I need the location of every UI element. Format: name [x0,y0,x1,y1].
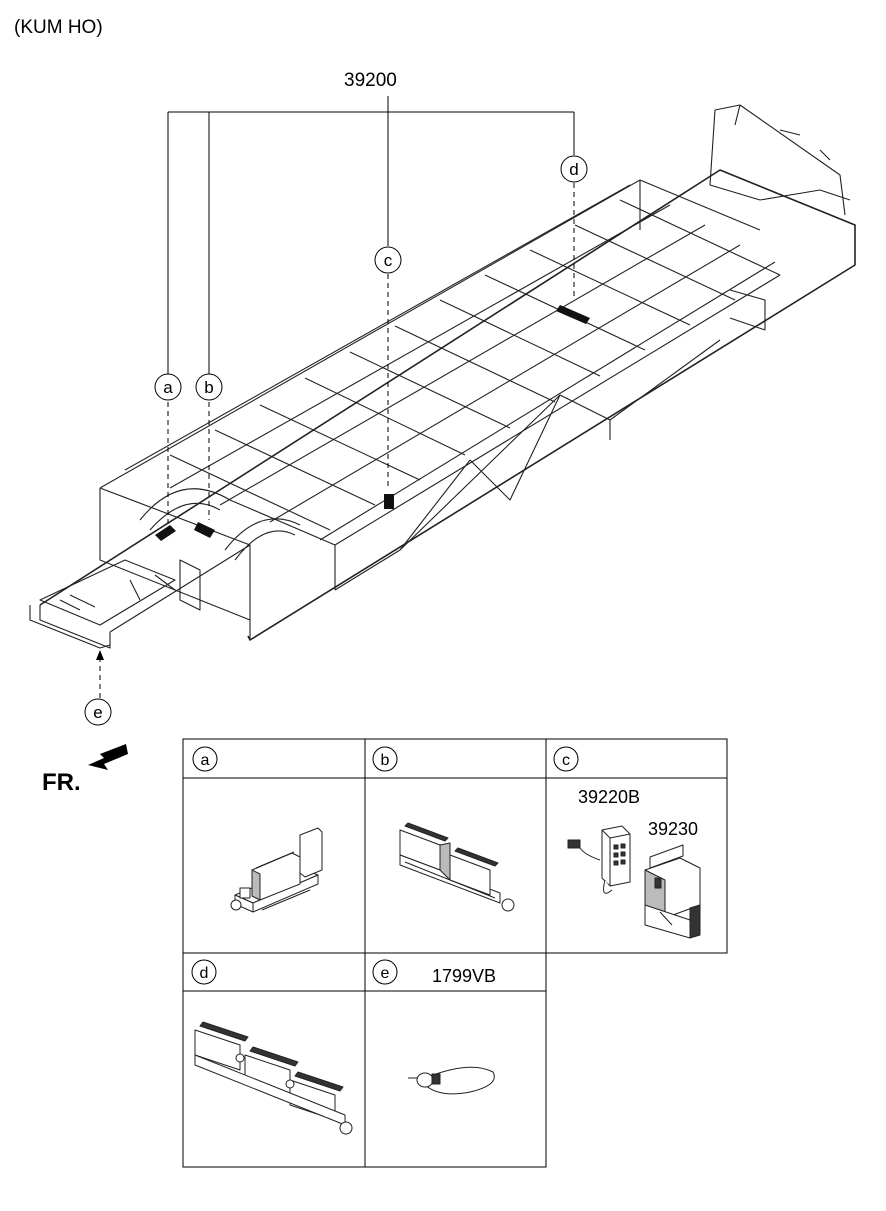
main-part-leader [167,96,575,374]
cell-e-header[interactable]: e [372,959,398,985]
part-number-1799VB[interactable]: 1799VB [432,966,496,986]
callout-c[interactable]: c [374,246,402,274]
svg-text:d: d [200,965,209,982]
part-number-39230[interactable]: 39230 [648,819,698,839]
cell-c-header[interactable]: c [553,746,579,772]
front-arrow-icon [88,744,128,770]
part-number-39220B[interactable]: 39220B [578,787,640,807]
callout-pointers [96,183,575,698]
svg-text:b: b [204,378,213,397]
page-title: (KUM HO) [14,17,103,38]
controller-39220B-illustration [567,825,631,894]
callout-a[interactable]: a [154,373,182,401]
front-label: FR. [42,769,81,796]
svg-text:e: e [381,965,390,982]
connector-markers [155,305,590,541]
connector-b-illustration [399,822,515,912]
svg-text:d: d [569,160,578,179]
chassis-frame-illustration [29,104,856,649]
cell-a-header[interactable]: a [192,746,218,772]
front-direction-indicator: FR. [42,744,128,796]
callout-b[interactable]: b [195,373,223,401]
svg-text:c: c [384,251,393,270]
connector-a-illustration [230,827,323,913]
cell-b-header[interactable]: b [372,746,398,772]
svg-text:b: b [381,752,390,769]
connector-d-illustration [194,1021,353,1135]
callout-e[interactable]: e [84,698,112,726]
svg-text:a: a [201,752,210,769]
callout-d[interactable]: d [560,155,588,183]
pump-39230-illustration [644,844,701,939]
detail-table [182,738,728,1168]
cable-tie-1799VB-illustration [408,1066,495,1095]
svg-text:c: c [562,752,570,769]
cell-d-header[interactable]: d [191,959,217,985]
main-part-number[interactable]: 39200 [344,70,397,91]
svg-text:a: a [163,378,173,397]
svg-text:e: e [93,703,102,722]
